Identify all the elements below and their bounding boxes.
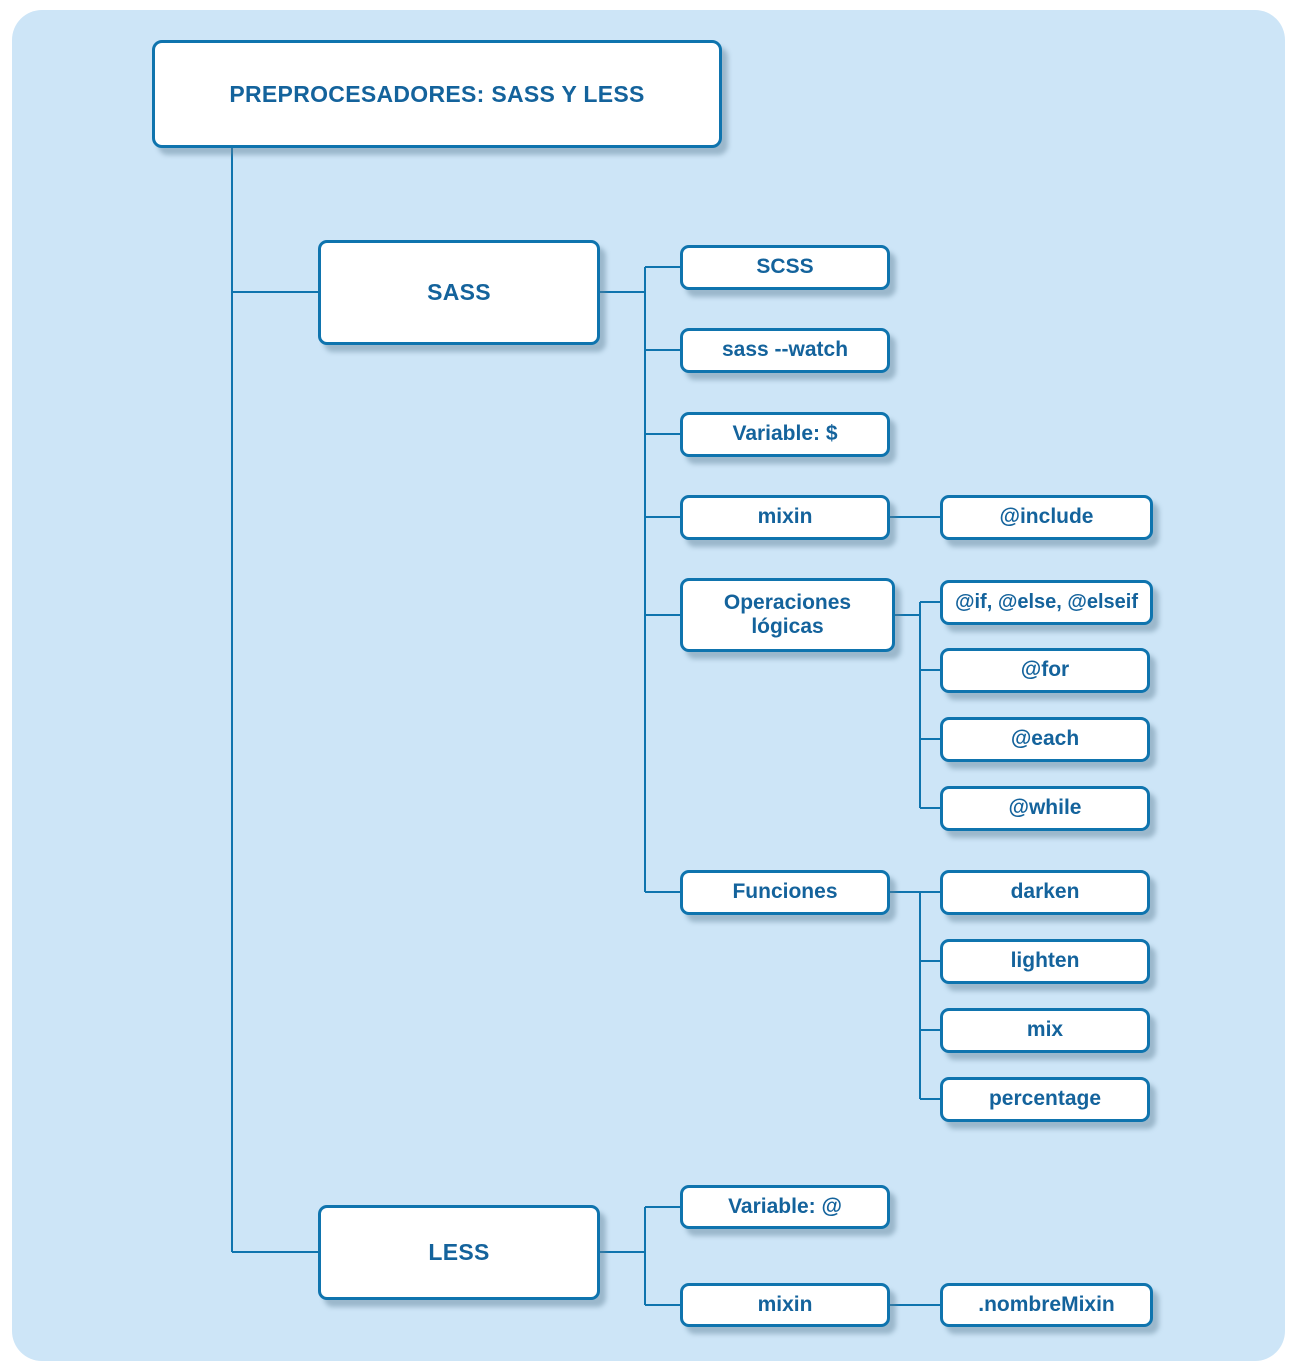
node-operaciones-logicas-label: Operaciones lógicas	[723, 590, 852, 638]
node-darken-label: darken	[1010, 880, 1080, 904]
node-scss-label: SCSS	[756, 255, 814, 279]
node-sass-watch: sass --watch	[680, 328, 890, 373]
node-for: @for	[940, 648, 1150, 693]
node-mix: mix	[940, 1008, 1150, 1053]
node-variable-at: Variable: @	[680, 1185, 890, 1229]
node-for-label: @for	[1020, 658, 1070, 682]
node-each-label: @each	[1010, 727, 1080, 751]
node-mixin-sass-label: mixin	[757, 505, 813, 529]
node-less-label: LESS	[428, 1239, 490, 1266]
node-sass-watch-label: sass --watch	[721, 338, 849, 362]
node-if-else-elseif: @if, @else, @elseif	[940, 580, 1153, 625]
node-nombremixin-label: .nombreMixin	[978, 1292, 1115, 1316]
node-mix-label: mix	[1026, 1018, 1064, 1042]
node-lighten: lighten	[940, 939, 1150, 984]
node-percentage: percentage	[940, 1077, 1150, 1122]
node-mixin-less: mixin	[680, 1283, 890, 1327]
node-variable-at-label: Variable: @	[728, 1194, 842, 1218]
node-funciones: Funciones	[680, 870, 890, 915]
node-percentage-label: percentage	[988, 1087, 1102, 1111]
node-scss: SCSS	[680, 245, 890, 290]
node-include: @include	[940, 495, 1153, 540]
node-mixin-less-label: mixin	[757, 1292, 813, 1316]
node-if-else-elseif-label: @if, @else, @elseif	[954, 591, 1139, 613]
node-while-label: @while	[1008, 796, 1082, 820]
node-funciones-label: Funciones	[732, 880, 838, 904]
node-mixin-sass: mixin	[680, 495, 890, 540]
node-variable-dollar-label: Variable: $	[732, 422, 838, 446]
node-operaciones-logicas: Operaciones lógicas	[680, 578, 895, 652]
node-less: LESS	[318, 1205, 600, 1300]
node-nombremixin: .nombreMixin	[940, 1283, 1153, 1327]
node-while: @while	[940, 786, 1150, 831]
node-darken: darken	[940, 870, 1150, 915]
node-sass-label: SASS	[427, 279, 491, 306]
node-lighten-label: lighten	[1010, 949, 1080, 973]
node-root-label: PREPROCESADORES: SASS Y LESS	[229, 80, 645, 107]
node-sass: SASS	[318, 240, 600, 345]
node-include-label: @include	[999, 505, 1094, 529]
node-root: PREPROCESADORES: SASS Y LESS	[152, 40, 722, 148]
node-variable-dollar: Variable: $	[680, 412, 890, 457]
node-each: @each	[940, 717, 1150, 762]
